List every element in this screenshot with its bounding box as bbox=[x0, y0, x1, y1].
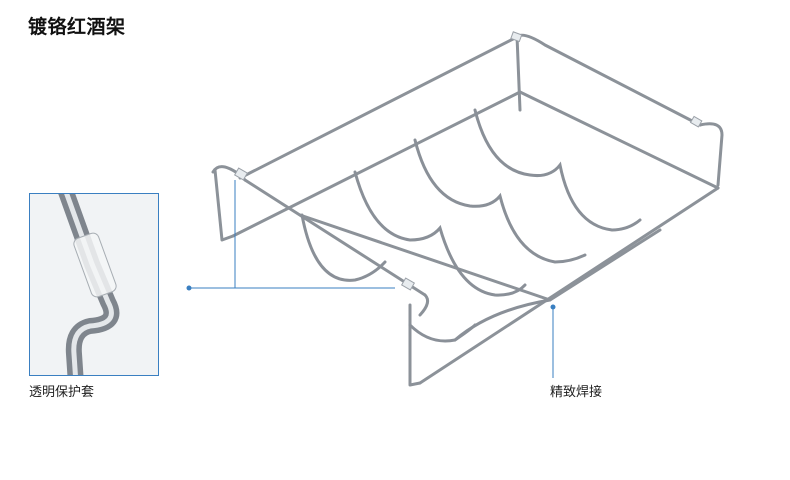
bottle-cradles bbox=[300, 108, 642, 343]
protective-cover-label: 透明保护套 bbox=[29, 385, 95, 400]
cap-detail-inset bbox=[29, 193, 159, 376]
protective-caps bbox=[233, 31, 703, 291]
callout-lines bbox=[190, 180, 554, 378]
rack-frame bbox=[211, 33, 724, 387]
product-title: 镀铬红酒架 bbox=[28, 16, 126, 38]
welding-label: 精致焊接 bbox=[550, 385, 603, 400]
weld-callout-dot bbox=[550, 304, 556, 310]
cover-callout-dot bbox=[186, 285, 192, 291]
cap-closeup-image bbox=[30, 194, 158, 375]
